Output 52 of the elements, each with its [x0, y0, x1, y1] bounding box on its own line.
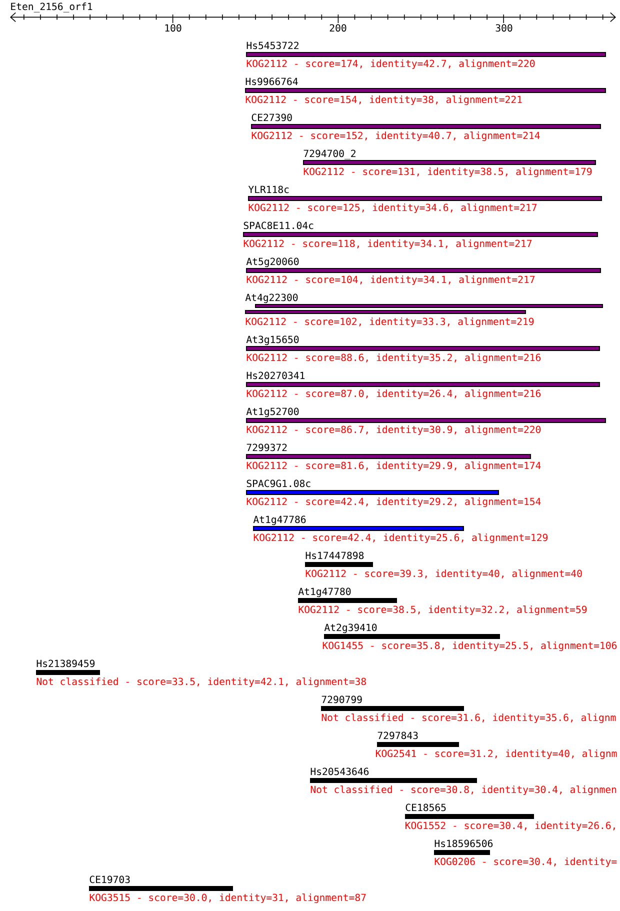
hit-annotation: KOG2112 - score=42.4, identity=29.2, alignment=154 [246, 498, 541, 508]
hit-annotation: KOG2112 - score=86.7, identity=30.9, alignment=220 [246, 426, 541, 436]
hit-annotation: KOG2112 - score=38.5, identity=32.2, alignment=59 [298, 606, 587, 616]
sequence-name: 7290799 [322, 696, 362, 704]
sequence-name: At2g39410 [324, 624, 377, 634]
hit-annotation: KOG1552 - score=30.4, identity=26.6, [405, 822, 615, 832]
sequence-name: Hs17447898 [306, 552, 364, 560]
hit-annotation: KOG1455 - score=35.8, identity=25.5, alignment=106 [322, 642, 617, 652]
hit-annotation: KOG3515 - score=30.0, identity=31, alignment=87 [90, 894, 366, 904]
sequence-name: At5g20060 [246, 258, 299, 268]
hit-annotation: KOG2112 - score=131, identity=38.5, alignment=179 [304, 168, 592, 178]
tick-label: 300 [496, 24, 512, 32]
hit-annotation: KOG2112 - score=102, identity=33.3, alignment=219 [246, 318, 534, 328]
tick-label: 200 [330, 24, 346, 32]
sequence-name: Hs20270341 [246, 372, 305, 380]
sequence-name: Hs20543646 [310, 768, 369, 776]
sequence-name: Hs21389459 [36, 660, 95, 668]
sequence-name: At4g22300 [245, 294, 298, 304]
hit-annotation: KOG2112 - score=87.0, identity=26.4, alignment=216 [246, 390, 541, 400]
hit-annotation: KOG2112 - score=174, identity=42.7, alignment=220 [246, 60, 535, 70]
hit-annotation: KOG2541 - score=31.2, identity=40, alignm [376, 750, 617, 760]
sequence-name: At1g52700 [246, 408, 299, 418]
sequence-name: CE19703 [90, 876, 130, 884]
sequence-title: Eten_2156_orf1 [11, 2, 92, 12]
hit-annotation: KOG2112 - score=152, identity=40.7, alignment=214 [252, 132, 540, 142]
hit-annotation: KOG2112 - score=39.3, identity=40, alignment=40 [306, 570, 582, 580]
sequence-name: 7299372 [246, 444, 287, 452]
sequence-name: Hs9966764 [246, 78, 298, 86]
hit-annotation: KOG2112 - score=104, identity=34.1, alignment=217 [246, 276, 535, 286]
hit-annotation: KOG0206 - score=30.4, identity= [434, 858, 617, 868]
hit-annotation: KOG2112 - score=118, identity=34.1, alignment=217 [244, 240, 532, 250]
hit-annotation: KOG2112 - score=125, identity=34.6, alignment=217 [248, 204, 537, 214]
sequence-name: At3g15650 [246, 336, 299, 346]
hit-annotation: KOG2112 - score=81.6, identity=29.9, alignment=174 [246, 462, 541, 472]
hit-annotation: KOG2112 - score=88.6, identity=35.2, alignment=216 [246, 354, 541, 364]
hit-annotation: Not classified - score=33.5, identity=42.1, alignment=38 [36, 678, 366, 688]
hit-annotation: Not classified - score=30.8, identity=30.4, alignmen [310, 786, 616, 796]
sequence-name: 7294700_2 [304, 150, 356, 160]
sequence-name: Hs18596506 [434, 840, 493, 848]
sequence-name: CE18565 [406, 804, 446, 812]
hit-annotation: KOG2112 - score=42.4, identity=25.6, alignment=129 [254, 534, 548, 544]
hit-annotation: KOG2112 - score=154, identity=38, alignment=221 [246, 96, 522, 106]
sequence-name: CE27390 [252, 114, 292, 122]
sequence-name: At1g47780 [298, 588, 351, 598]
sequence-name: YLR118c [248, 186, 289, 194]
tick-label: 100 [165, 24, 182, 32]
sequence-name: At1g47786 [253, 516, 306, 526]
hit-annotation: Not classified - score=31.6, identity=35.6, alignm [322, 714, 616, 724]
sequence-name: SPAC9G1.08c [246, 480, 310, 488]
sequence-name: Hs5453722 [246, 42, 298, 50]
sequence-name: SPAC8E11.04c [244, 222, 314, 230]
sequence-name: 7297843 [378, 732, 418, 740]
